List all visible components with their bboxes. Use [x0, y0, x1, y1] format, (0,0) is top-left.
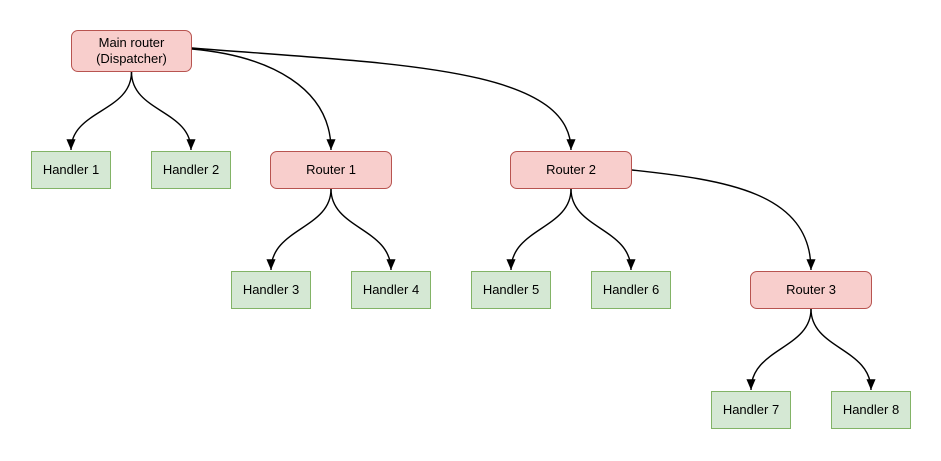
node-router-2: Router 2: [510, 151, 632, 189]
node-handler-7: Handler 7: [711, 391, 791, 429]
node-handler-2: Handler 2: [151, 151, 231, 189]
node-handler-5: Handler 5: [471, 271, 551, 309]
node-label-handler-2: Handler 2: [162, 161, 220, 177]
node-handler-3: Handler 3: [231, 271, 311, 309]
node-label-main-router: Main router(Dispatcher): [96, 34, 167, 66]
node-main-router: Main router(Dispatcher): [71, 30, 192, 72]
edge-router-2-to-router-3: [631, 169, 816, 271]
edge-router-1-to-handler-4: [330, 188, 396, 271]
node-router-1: Router 1: [270, 151, 392, 189]
node-label-handler-4: Handler 4: [362, 281, 420, 297]
node-label-router-1: Router 1: [306, 161, 356, 177]
edge-router-3-to-handler-8: [810, 308, 876, 391]
node-label-handler-1: Handler 1: [42, 161, 100, 177]
node-label-handler-7: Handler 7: [722, 401, 780, 417]
node-handler-8: Handler 8: [831, 391, 911, 429]
edge-main-router-to-handler-2: [130, 71, 196, 151]
node-label-handler-5: Handler 5: [482, 281, 540, 297]
edge-main-router-to-handler-1: [66, 71, 133, 151]
edge-router-1-to-handler-3: [266, 188, 332, 271]
node-router-3: Router 3: [750, 271, 872, 309]
node-label-handler-6: Handler 6: [602, 281, 660, 297]
node-handler-6: Handler 6: [591, 271, 671, 309]
node-label-router-2: Router 2: [546, 161, 596, 177]
node-label-router-3: Router 3: [786, 281, 836, 297]
node-label-handler-8: Handler 8: [842, 401, 900, 417]
edge-router-2-to-handler-5: [506, 188, 572, 271]
edge-router-2-to-handler-6: [570, 188, 636, 271]
edge-main-router-to-router-2: [191, 47, 576, 151]
node-handler-4: Handler 4: [351, 271, 431, 309]
edge-router-3-to-handler-7: [746, 308, 812, 391]
node-handler-1: Handler 1: [31, 151, 111, 189]
node-label-handler-3: Handler 3: [242, 281, 300, 297]
edge-main-router-to-router-1: [191, 48, 336, 151]
